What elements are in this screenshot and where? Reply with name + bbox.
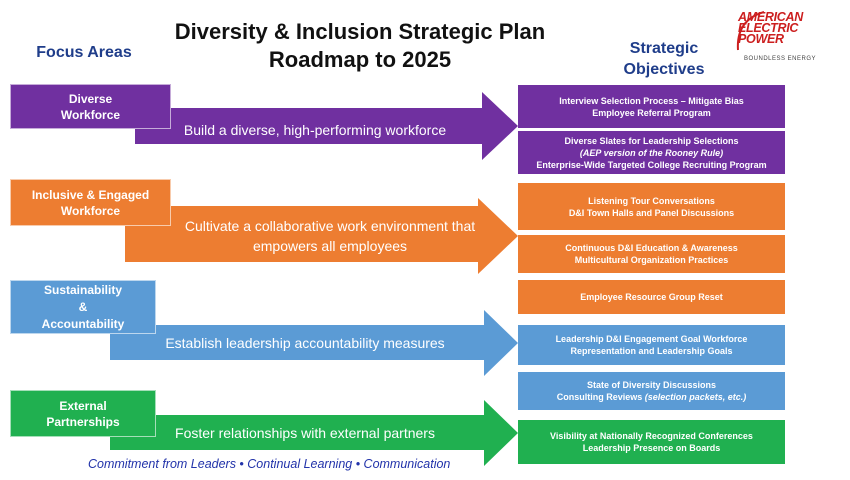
focus-area-diverse-workforce: Diverse Workforce — [10, 84, 171, 129]
focus-area-label-line-2: Partnerships — [46, 414, 120, 429]
page-title: Diversity & Inclusion Strategic Plan Roa… — [150, 18, 570, 74]
logo-line-3: POWER — [738, 32, 784, 46]
objective-line-part: Consulting Reviews — [556, 392, 643, 402]
objective-line: Listening Tour Conversations — [588, 195, 715, 206]
objective-erg-reset: Employee Resource Group Reset — [518, 280, 785, 314]
objective-line: Enterprise-Wide Targeted College Recruit… — [536, 159, 767, 170]
arrow-text-partnerships-line-1: Foster relationships with external partn… — [175, 425, 435, 441]
arrow-inclusive — [125, 198, 518, 274]
footer-commitment: Commitment from Leaders • Continual Lear… — [88, 457, 451, 471]
focus-area-label-line-2: & — [78, 299, 88, 314]
arrow-partnerships — [110, 400, 518, 466]
focus-area-label-line-1: Inclusive & Engaged — [31, 187, 150, 202]
objective-line: (AEP version of the Rooney Rule) — [579, 147, 724, 158]
objective-line: Employee Referral Program — [592, 107, 711, 118]
logo-swoosh-icon — [736, 11, 765, 51]
objective-line: Visibility at Nationally Recognized Conf… — [550, 431, 753, 441]
title-line-1: Diversity & Inclusion Strategic Plan — [174, 19, 546, 44]
focus-area-label-line-1: Diverse — [68, 91, 113, 106]
focus-areas-header: Focus Areas — [36, 44, 132, 61]
objectives-header-line-2: Objectives — [623, 61, 705, 78]
focus-area-label-line-1: External — [59, 398, 107, 413]
objective-line: State of Diversity Discussions — [586, 380, 717, 390]
focus-area-external-partnerships: External Partnerships — [10, 390, 156, 437]
objective-diverse-slates: Diverse Slates for Leadership Selections… — [518, 131, 785, 174]
arrow-workforce — [135, 92, 518, 160]
objective-line: D&I Town Halls and Panel Discussions — [568, 207, 735, 218]
focus-area-sustainability: Sustainability & Accountability — [10, 280, 156, 334]
arrow-text-workforce: Build a diverse, high-performing workfor… — [160, 120, 470, 140]
objective-line: Multicultural Organization Practices — [574, 255, 729, 265]
focus-area-label-line-2: Workforce — [60, 107, 121, 122]
objective-listening-tour: Listening Tour Conversations D&I Town Ha… — [518, 183, 785, 230]
arrow-text-partnerships: Foster relationships with external partn… — [150, 423, 460, 443]
focus-area-inclusive-engaged: Inclusive & Engaged Workforce — [10, 179, 171, 226]
arrow-text-inclusive: Cultivate a collaborative work environme… — [160, 215, 500, 257]
arrow-text-inclusive-line-2: empowers all employees — [252, 238, 408, 254]
arrow-text-accountability-line-1: Establish leadership accountability meas… — [165, 335, 445, 351]
objective-interview-selection: Interview Selection Process – Mitigate B… — [518, 85, 785, 128]
title-line-2: Roadmap to 2025 — [268, 47, 452, 72]
objective-leadership-engagement: Leadership D&I Engagement Goal Workforce… — [518, 325, 785, 365]
focus-area-label-line-3: Accountability — [41, 316, 125, 331]
objectives-header-line-1: Strategic — [629, 40, 699, 57]
objective-line: Consulting Reviews (selection packets, e… — [557, 391, 747, 403]
arrow-text-inclusive-line-1: Cultivate a collaborative work environme… — [184, 218, 476, 234]
logo-line-2: ELECTRIC — [738, 21, 799, 35]
aep-logo: AMERICAN ELECTRIC POWER — [738, 10, 824, 46]
arrow-text-accountability: Establish leadership accountability meas… — [150, 333, 460, 353]
objective-continuous-education: Continuous D&I Education & Awareness Mul… — [518, 235, 785, 273]
arrow-accountability — [110, 310, 518, 376]
objective-visibility-conferences: Visibility at Nationally Recognized Conf… — [518, 420, 785, 464]
objective-line-italic-part: (selection packets, etc.) — [644, 392, 747, 402]
objective-line: Continuous D&I Education & Awareness — [565, 243, 738, 253]
focus-area-label-line-1: Sustainability — [43, 282, 123, 297]
focus-area-label-line-2: Workforce — [60, 203, 121, 218]
objective-line: Interview Selection Process – Mitigate B… — [559, 95, 744, 106]
objective-state-of-diversity: State of Diversity Discussions Consultin… — [518, 372, 785, 410]
arrow-text-workforce-line-1: Build a diverse, high-performing workfor… — [183, 122, 447, 138]
objective-line: Employee Resource Group Reset — [580, 292, 723, 302]
logo-tagline: BOUNDLESS ENERGY — [744, 56, 817, 62]
objective-line: Leadership D&I Engagement Goal Workforce — [555, 334, 748, 344]
objective-line: Leadership Presence on Boards — [582, 443, 721, 453]
logo-line-1: AMERICAN — [738, 10, 803, 24]
objective-line: Representation and Leadership Goals — [570, 346, 733, 356]
strategic-objectives-header: Strategic Objectives — [612, 38, 716, 80]
objective-line: Diverse Slates for Leadership Selections — [564, 135, 739, 146]
